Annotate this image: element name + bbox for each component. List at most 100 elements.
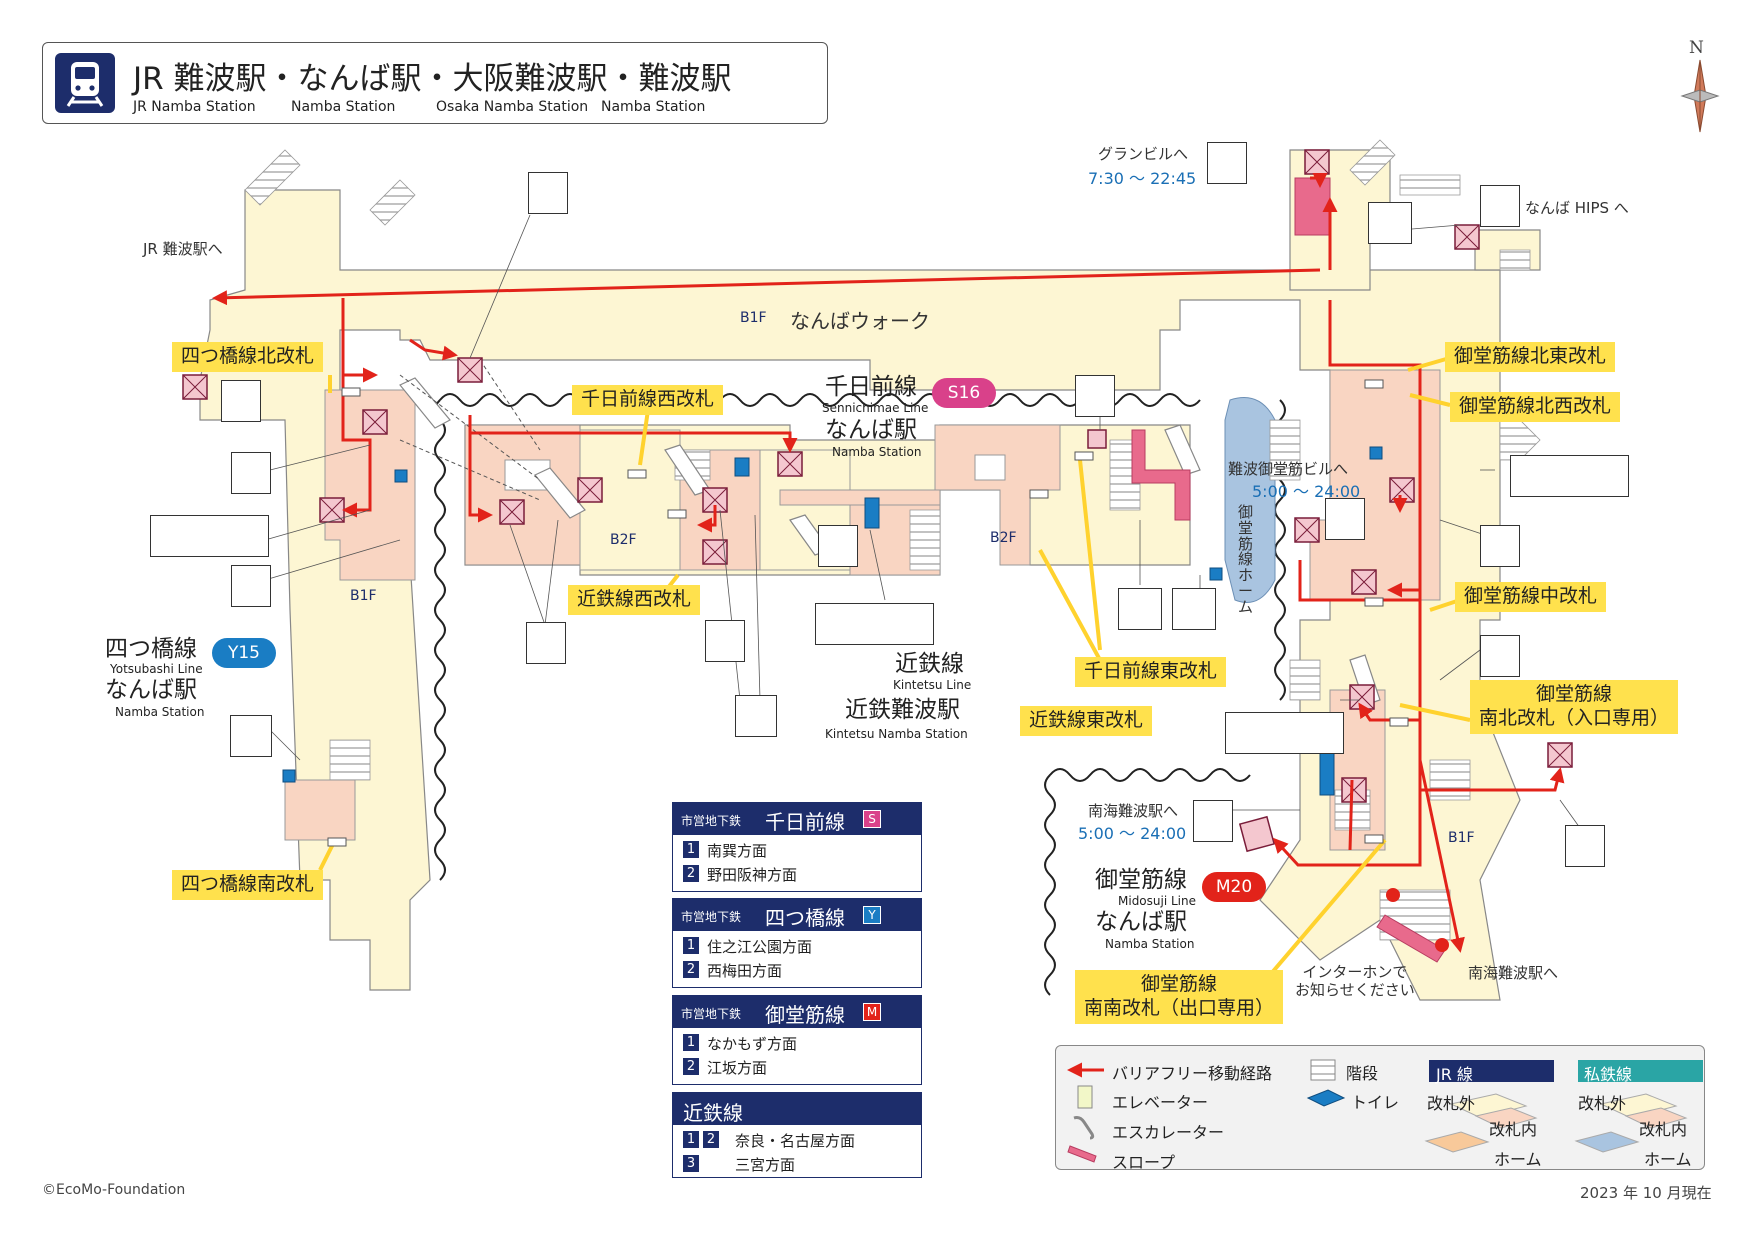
midosuji-station-name: なんば駅	[1095, 909, 1187, 935]
wheelchair-slope-icon	[1118, 588, 1162, 630]
toilet-set-icon	[150, 515, 269, 557]
platform-number: 3	[683, 1155, 699, 1172]
floor-label: B2F	[610, 532, 637, 548]
south-wave-boundary	[1044, 768, 1251, 996]
sennichimae-station-en: Namba Station	[832, 445, 922, 459]
legend-private-outside: 改札外	[1578, 1094, 1627, 1113]
legend-jr-inside: 改札内	[1489, 1120, 1538, 1139]
intercom-dot	[1435, 938, 1449, 952]
legend-stairs: 階段	[1346, 1064, 1379, 1083]
toilet-set-icon	[1225, 712, 1344, 754]
kintetsu-station-name: 近鉄難波駅	[845, 697, 960, 723]
subtitle-jr: JR Namba Station	[133, 99, 256, 115]
gate-yotsubashi-north: 四つ橋線北改札	[172, 342, 324, 372]
destination-hips: なんば HIPS へ	[1525, 199, 1629, 217]
platform-destination: 野田阪神方面	[707, 866, 798, 884]
platform-line-code: S	[863, 810, 881, 828]
legend-elevator: エレベーター	[1112, 1093, 1209, 1112]
sennichimae-code-badge: S16	[932, 378, 996, 408]
legend-jr-home: ホーム	[1494, 1150, 1542, 1169]
elevator-icon	[818, 525, 858, 567]
kintetsu-line-name: 近鉄線	[895, 651, 964, 677]
wheelchair-slope-icon	[1368, 202, 1412, 244]
callout-leaders	[318, 353, 1471, 977]
gate-midosuji-center: 御堂筋線中改札	[1455, 582, 1607, 612]
platform-destination: なかもず方面	[707, 1035, 798, 1053]
toilet-set-icon	[1510, 455, 1629, 497]
hours-nankai: 5:00 〜 24:00	[1078, 824, 1187, 843]
gate-sennichimae-east: 千日前線東改札	[1075, 657, 1227, 687]
page-title: JR 難波駅・なんば駅・大阪難波駅・難波駅	[133, 61, 732, 97]
midosuji-platform-label: 御堂筋線ホーム	[1238, 503, 1254, 616]
platform-line: 近鉄線	[683, 1101, 743, 1125]
floor-label: B1F	[1448, 830, 1475, 846]
barrier-free-route	[212, 173, 1565, 953]
kintetsu-line-en: Kintetsu Line	[893, 678, 972, 692]
platform-line: 千日前線	[765, 810, 845, 834]
midosuji-code-badge: M20	[1202, 872, 1266, 902]
platform-number: 1	[683, 1034, 699, 1051]
gate-yotsubashi-south: 四つ橋線南改札	[172, 870, 324, 900]
midosuji-line-name: 御堂筋線	[1095, 867, 1187, 893]
legend-private-line: 私鉄線	[1584, 1065, 1633, 1084]
train-icon	[55, 53, 115, 113]
legend: バリアフリー移動経路 エレベーター エスカレーター スロープ 階段 トイレ JR…	[1055, 1045, 1705, 1172]
b2f-wave-boundary	[439, 393, 1201, 407]
elevator-icon	[1480, 635, 1520, 677]
subtitle-namba-2: Namba Station	[601, 99, 706, 115]
midosuji-station-en: Namba Station	[1105, 937, 1195, 951]
toilet-icon	[735, 695, 777, 737]
destination-nankai: 南海難波駅へ	[1088, 802, 1179, 820]
elevator-icon	[231, 565, 271, 607]
elevator-icon	[1480, 525, 1520, 567]
gate-midosuji-south-south: 御堂筋線 南南改札（出口専用）	[1075, 970, 1284, 1024]
toilet-set-icon	[815, 603, 934, 645]
b2f-concourse	[464, 424, 1191, 576]
platform-number: 1	[683, 1131, 699, 1148]
legend-escalator: エスカレーター	[1112, 1123, 1225, 1142]
b2f-wave-left	[434, 399, 446, 881]
destination-midosuji-bldg: 難波御堂筋ビルへ	[1228, 460, 1349, 478]
gate-midosuji-north-south: 御堂筋線 南北改札（入口専用）	[1470, 680, 1679, 734]
sennichimae-line-en: Sennichimae Line	[822, 401, 929, 415]
midosuji-platform-area	[1224, 397, 1276, 603]
elevator-icon	[1207, 142, 1247, 184]
yotsubashi-code-badge: Y15	[212, 638, 276, 668]
elevator-icon	[526, 622, 566, 664]
floor-label: B2F	[990, 530, 1017, 546]
platform-number: 2	[683, 865, 699, 882]
legend-private-inside: 改札内	[1639, 1120, 1688, 1139]
gate-kintetsu-east: 近鉄線東改札	[1020, 706, 1153, 736]
legend-private-home: ホーム	[1644, 1150, 1692, 1169]
elevator-icon	[705, 620, 745, 662]
platform-line: 四つ橋線	[765, 906, 845, 930]
destination-nankai-south: 南海難波駅へ	[1468, 964, 1559, 982]
destination-jr: JR 難波駅へ	[143, 240, 223, 258]
platform-line: 御堂筋線	[765, 1003, 845, 1027]
platform-number: 2	[703, 1131, 719, 1148]
subtitle-namba: Namba Station	[291, 99, 396, 115]
toilet-icon	[1172, 588, 1216, 630]
platform-number: 1	[683, 841, 699, 858]
platform-destination: 江坂方面	[707, 1059, 768, 1077]
sennichimae-station-name: なんば駅	[825, 417, 917, 443]
floor-label: B1F	[740, 310, 767, 326]
yotsubashi-station-name: なんば駅	[105, 677, 197, 703]
platform-destination: 住之江公園方面	[707, 938, 813, 956]
platform-destination: 西梅田方面	[707, 962, 783, 980]
elevator-icon	[1193, 800, 1233, 842]
title-panel: JR 難波駅・なんば駅・大阪難波駅・難波駅 JR Namba Station N…	[42, 42, 828, 124]
platform-operator: 市営地下鉄	[681, 814, 742, 828]
yotsubashi-station-en: Namba Station	[115, 705, 205, 719]
intercom-note: インターホンで お知らせください	[1295, 963, 1415, 999]
hours-midosuji-bldg: 5:00 〜 24:00	[1252, 482, 1361, 501]
platform-number: 1	[683, 937, 699, 954]
kintetsu-station-en: Kintetsu Namba Station	[825, 727, 968, 741]
yotsubashi-line-en: Yotsubashi Line	[110, 662, 203, 676]
hours-granbil: 7:30 〜 22:45	[1088, 169, 1197, 188]
